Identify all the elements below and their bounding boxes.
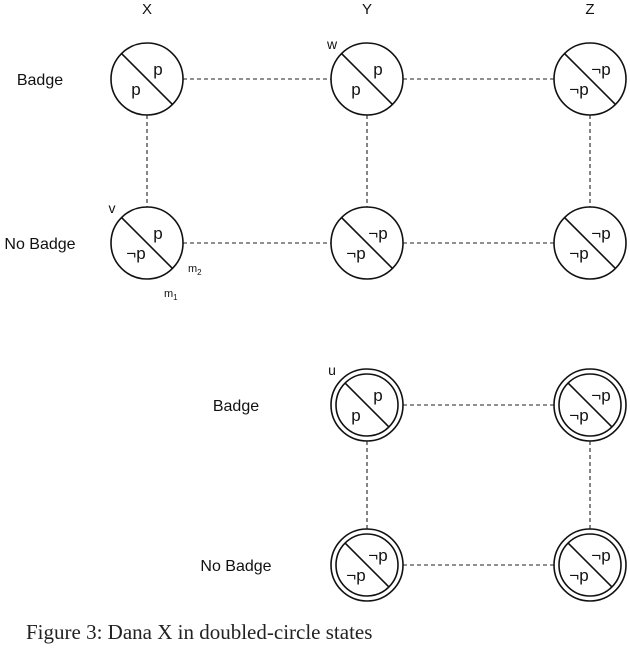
upper-valuation: ¬p <box>368 224 387 243</box>
top-state-node: pp <box>110 42 184 116</box>
divider-line <box>340 52 394 106</box>
lower-valuation: ¬p <box>126 244 145 263</box>
column-label-z: Z <box>585 1 594 18</box>
lower-valuation: ¬p <box>569 80 588 99</box>
bottom-state-node: ¬p¬p <box>553 368 627 442</box>
row-label-badge-top: Badge <box>17 72 63 89</box>
lower-valuation: p <box>131 80 140 99</box>
figure-caption: Figure 3: Dana X in doubled-circle state… <box>26 620 373 644</box>
divider-line <box>563 52 617 106</box>
upper-valuation: p <box>153 224 162 243</box>
lower-valuation: ¬p <box>346 244 365 263</box>
bottom-state-node: ¬p¬p <box>553 528 627 602</box>
upper-valuation: ¬p <box>591 386 610 405</box>
edges-layer <box>146 78 591 566</box>
lower-valuation: ¬p <box>569 406 588 425</box>
top-state-node: ¬p¬p <box>553 206 627 280</box>
column-label-x: X <box>142 1 152 18</box>
row-label-no-badge-bottom: No Badge <box>200 558 271 575</box>
upper-valuation: ¬p <box>591 60 610 79</box>
top-state-node: p ¬p v <box>109 200 184 280</box>
divider-line <box>120 216 174 270</box>
half-label-m1: m1 <box>164 288 178 302</box>
lower-valuation: p <box>351 406 360 425</box>
upper-valuation: p <box>153 60 162 79</box>
column-label-y: Y <box>362 1 372 18</box>
state-name: v <box>109 200 116 216</box>
labels-layer: X Y Z Badge No Badge Badge No Badge m2 m… <box>4 1 594 575</box>
inner-state-circle <box>335 533 399 597</box>
upper-valuation: p <box>373 60 382 79</box>
half-label-m2: m2 <box>188 263 202 277</box>
top-state-node: pp w <box>326 36 404 116</box>
lower-valuation: ¬p <box>569 566 588 585</box>
inner-state-circle <box>558 533 622 597</box>
divider-line <box>563 216 617 270</box>
divider-line <box>340 216 394 270</box>
inner-state-circle <box>558 373 622 437</box>
state-name: w <box>326 36 338 52</box>
inner-state-circle <box>335 373 399 437</box>
top-state-node: ¬p¬p <box>553 42 627 116</box>
upper-valuation: ¬p <box>591 224 610 243</box>
upper-valuation: p <box>373 386 382 405</box>
divider-line <box>120 52 174 106</box>
lower-valuation: ¬p <box>346 566 365 585</box>
lower-valuation: p <box>351 80 360 99</box>
state-name: u <box>328 362 336 378</box>
upper-valuation: ¬p <box>591 546 610 565</box>
bottom-state-node: ¬p¬p <box>330 528 404 602</box>
divider-line <box>344 382 390 428</box>
upper-valuation: ¬p <box>368 546 387 565</box>
divider-line <box>344 542 390 588</box>
row-label-no-badge-top: No Badge <box>4 236 75 253</box>
divider-line <box>567 382 613 428</box>
row-label-badge-bottom: Badge <box>213 398 259 415</box>
top-state-node: ¬p¬p <box>330 206 404 280</box>
bottom-state-node: pp u <box>328 362 404 442</box>
lower-valuation: ¬p <box>569 244 588 263</box>
divider-line <box>567 542 613 588</box>
